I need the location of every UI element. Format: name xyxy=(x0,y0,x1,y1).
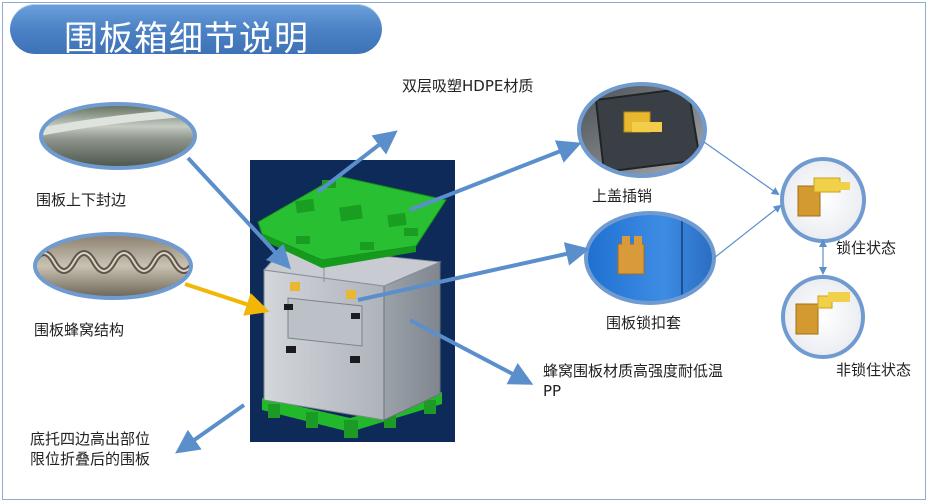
lock-sleeve-image xyxy=(584,211,716,305)
lid-latch-image xyxy=(577,82,707,178)
arrow-lock-sleeve xyxy=(357,242,590,302)
arrow-to-locked-2 xyxy=(713,204,782,259)
label-locked: 锁住状态 xyxy=(836,239,897,257)
label-pallet-edge: 底托四边高出部位限位折叠后的围板 xyxy=(30,430,151,468)
front-wall xyxy=(263,269,385,421)
label-honeycomb: 围板蜂窝结构 xyxy=(34,321,125,339)
title-banner: 围板箱细节说明 xyxy=(10,4,382,59)
label-material: 蜂窝围板材质高强度耐低温PP xyxy=(543,362,724,400)
honeycomb-image xyxy=(33,232,193,300)
arrow-hdpe xyxy=(316,130,398,194)
arrow-pallet-edge xyxy=(175,403,246,454)
label-lid-latch: 上盖插销 xyxy=(592,187,653,205)
arrow-material xyxy=(409,318,534,385)
arrow-edge-seal xyxy=(186,156,292,270)
arrow-to-locked xyxy=(703,141,780,196)
arrow-honeycomb xyxy=(184,282,270,316)
box-illustration xyxy=(257,175,447,438)
unlocked-state-image xyxy=(781,275,865,359)
label-hdpe: 双层吸塑HDPE材质 xyxy=(402,77,534,95)
label-unlocked: 非锁住状态 xyxy=(836,361,912,379)
arrow-lid-latch xyxy=(409,140,582,212)
locked-state-image xyxy=(780,157,866,243)
label-lock-sleeve: 围板锁扣套 xyxy=(606,314,682,332)
page-title: 围板箱细节说明 xyxy=(64,19,309,59)
label-edge-seal: 围板上下封边 xyxy=(36,191,127,209)
edge-seal-image xyxy=(39,102,197,170)
